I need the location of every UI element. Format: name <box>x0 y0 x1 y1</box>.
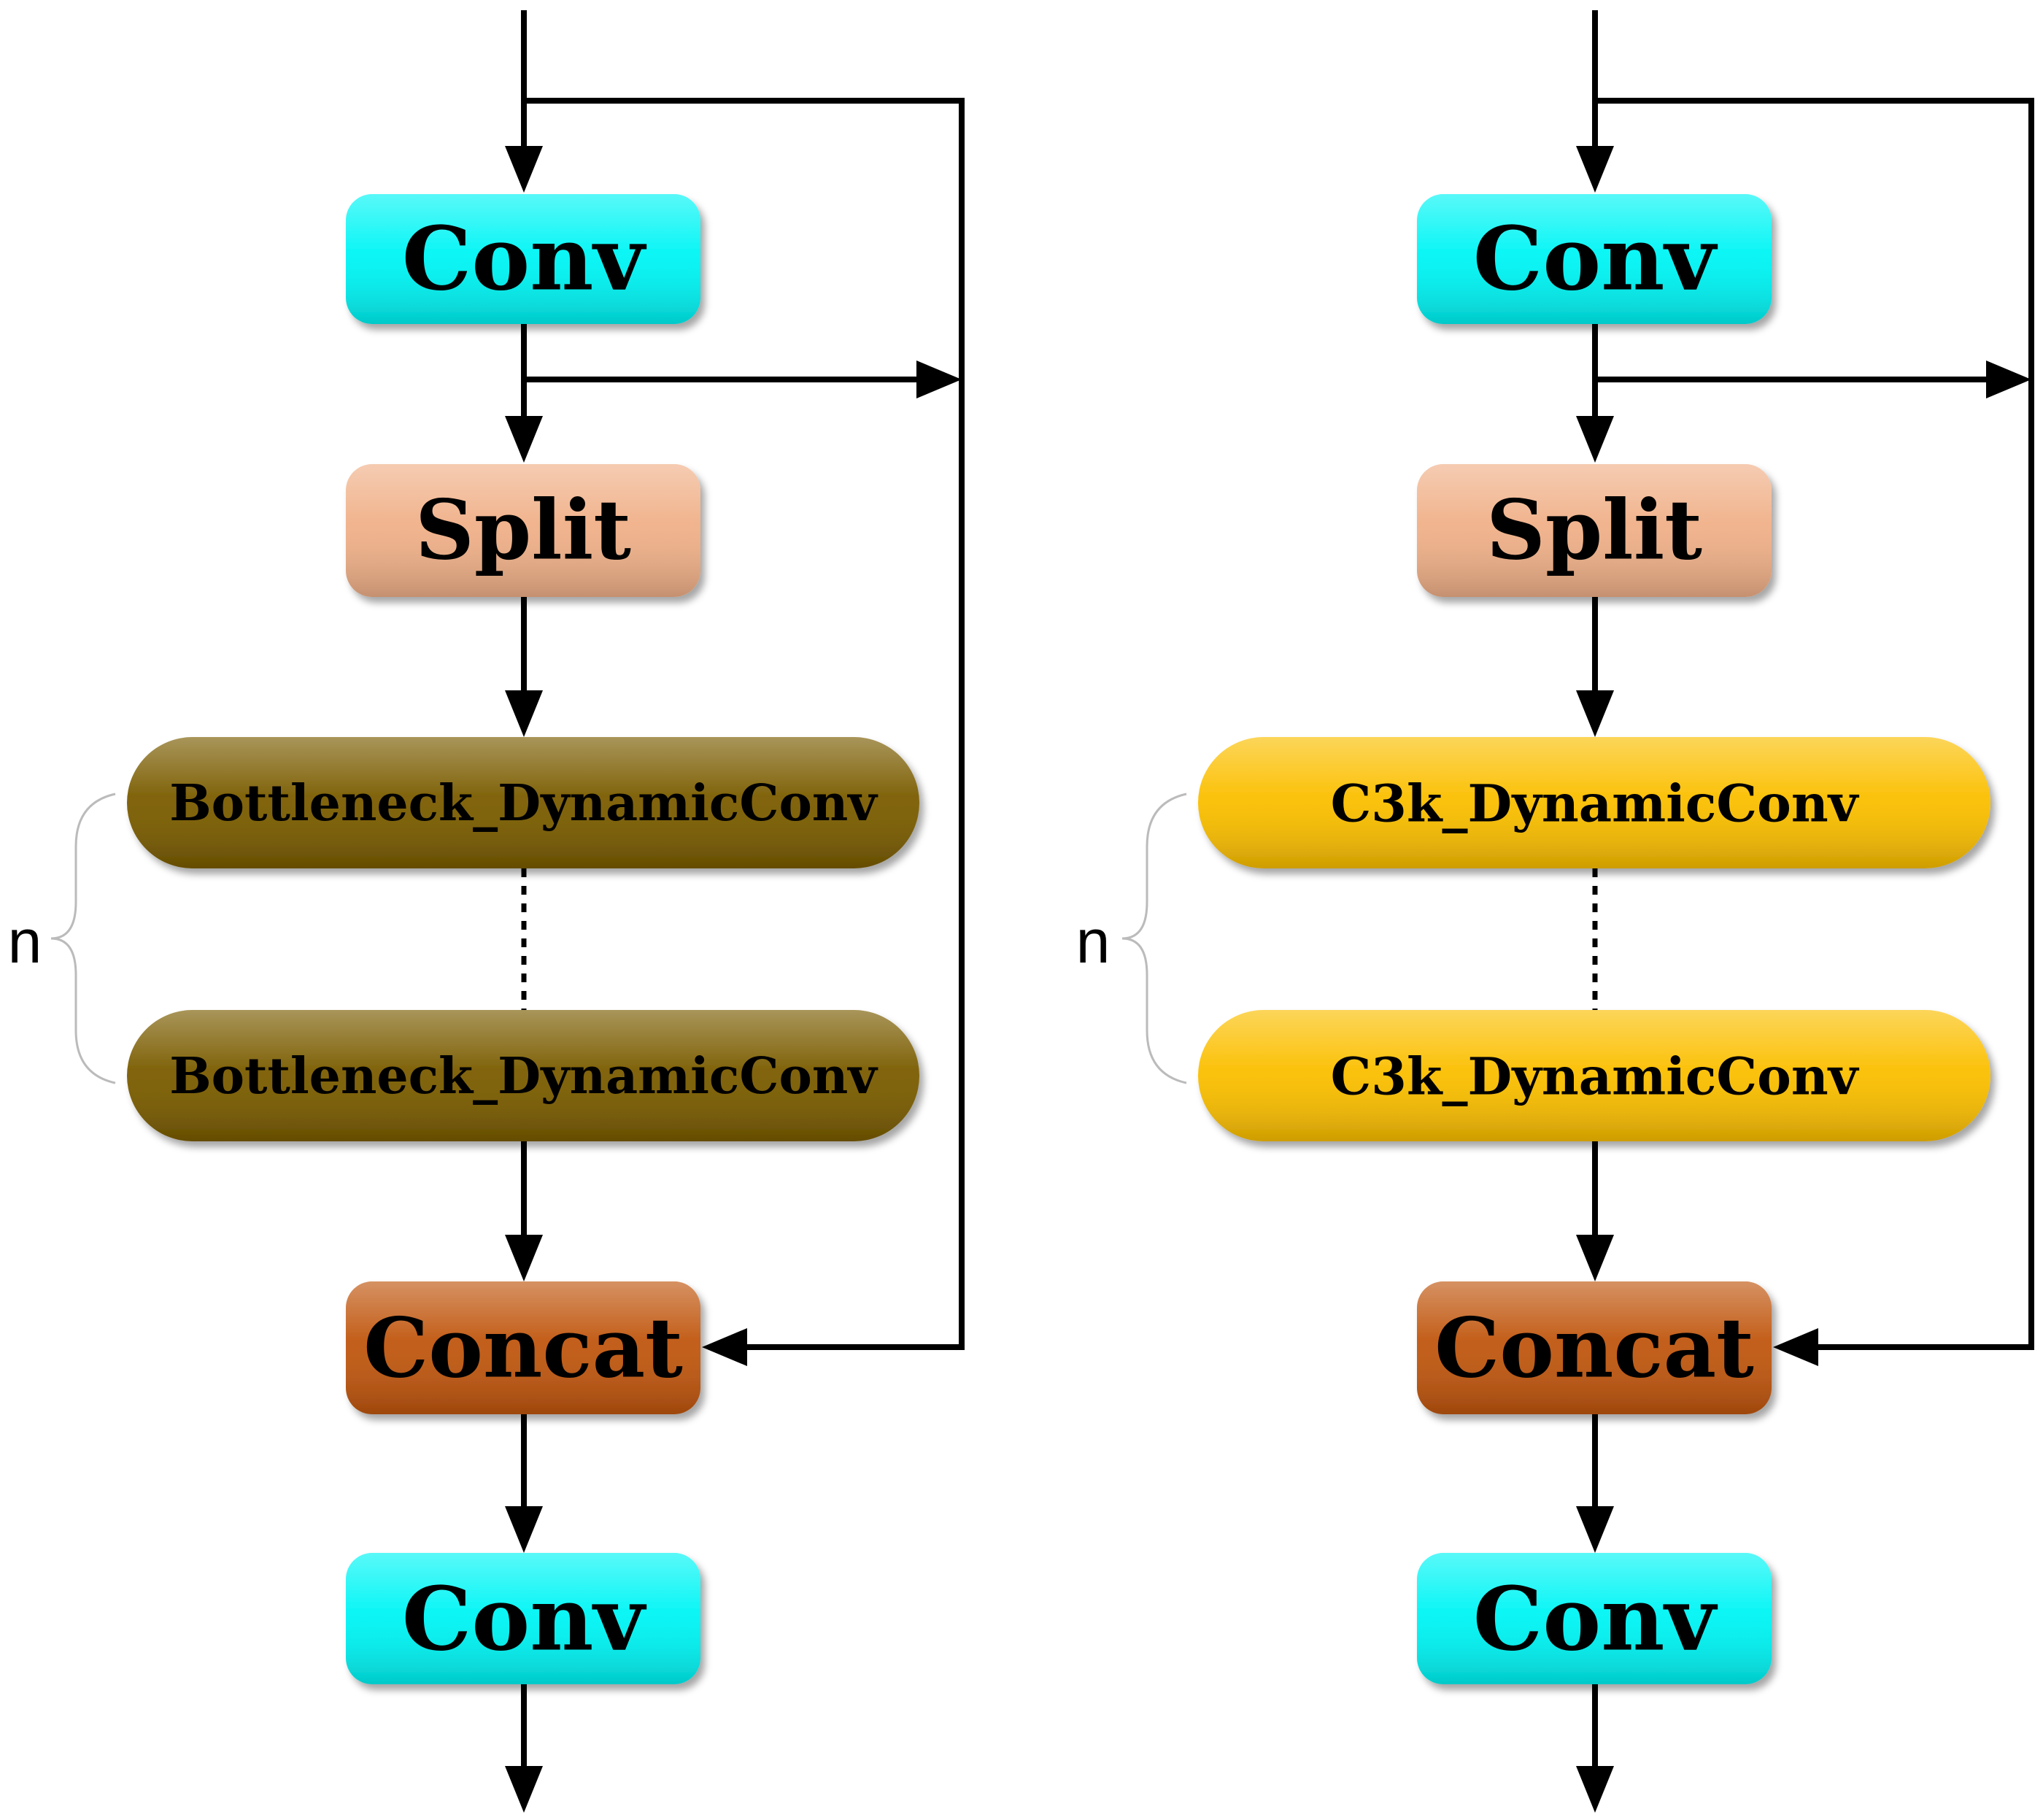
left-concat-node <box>346 1281 700 1414</box>
left-module-2-label: Bottleneck_DynamicConv <box>169 1047 878 1106</box>
left-connectors <box>505 10 965 1813</box>
left-repeat-label: n <box>8 907 42 976</box>
right-arrow-into-module <box>1576 690 1614 737</box>
left-arrow-into-split <box>505 416 543 463</box>
right-conv-bottom-label: Conv <box>1473 1568 1718 1671</box>
left-skip-input-path <box>524 98 965 1350</box>
right-arrow-into-concat-side <box>1773 1328 1818 1366</box>
right-module-2-node <box>1198 1010 1990 1141</box>
right-conv-bottom-node <box>1417 1553 1772 1684</box>
right-repeat-brace <box>1121 793 1187 1084</box>
left-conv-bottom-node <box>346 1553 700 1684</box>
left-split-node <box>346 464 700 597</box>
right-module-1-label: C3k_DynamicConv <box>1331 774 1860 834</box>
right-arrow-into-skip <box>1986 360 2031 398</box>
right-split-node <box>1417 464 1772 597</box>
left-conv-bottom-label: Conv <box>402 1568 647 1671</box>
left-module-1-label: Bottleneck_DynamicConv <box>169 774 878 833</box>
left-conv-top-label: Conv <box>402 208 647 311</box>
left-arrow-into-concat-side <box>702 1328 747 1366</box>
right-skip-input-path <box>1595 98 2034 1350</box>
right-arrow-into-conv-top <box>1576 146 1614 193</box>
right-concat-label: Concat <box>1434 1301 1754 1397</box>
right-repeat-label: n <box>1076 907 1111 976</box>
left-arrow-into-module <box>505 690 543 737</box>
left-arrow-into-conv-top <box>505 146 543 193</box>
left-concat-label: Concat <box>363 1301 683 1397</box>
right-connectors <box>1576 10 2034 1813</box>
right-module-1-node <box>1198 737 1990 868</box>
left-arrow-into-skip <box>916 360 962 398</box>
left-arrow-into-conv-bottom <box>505 1506 543 1553</box>
right-arrow-into-split <box>1576 416 1614 463</box>
right-arrow-output <box>1576 1766 1614 1813</box>
left-split-label: Split <box>415 483 631 579</box>
right-arrow-into-conv-bottom <box>1576 1506 1614 1553</box>
left-arrow-into-concat <box>505 1235 543 1281</box>
left-module-2-node <box>127 1010 919 1141</box>
right-split-label: Split <box>1486 483 1702 579</box>
right-arrow-into-concat <box>1576 1235 1614 1281</box>
right-branch: Conv Split C3k_DynamicConv C3k_DynamicCo… <box>1076 10 2034 1813</box>
left-arrow-output <box>505 1766 543 1813</box>
right-conv-top-label: Conv <box>1473 208 1718 311</box>
right-module-2-label: C3k_DynamicConv <box>1331 1046 1860 1107</box>
right-conv-top-node <box>1417 194 1772 324</box>
right-concat-node <box>1417 1281 1772 1414</box>
left-module-1-node <box>127 737 919 868</box>
left-branch: Conv Split Bottleneck_DynamicConv Bottle… <box>8 10 965 1813</box>
left-conv-top-node <box>346 194 700 324</box>
left-repeat-brace <box>50 793 116 1084</box>
